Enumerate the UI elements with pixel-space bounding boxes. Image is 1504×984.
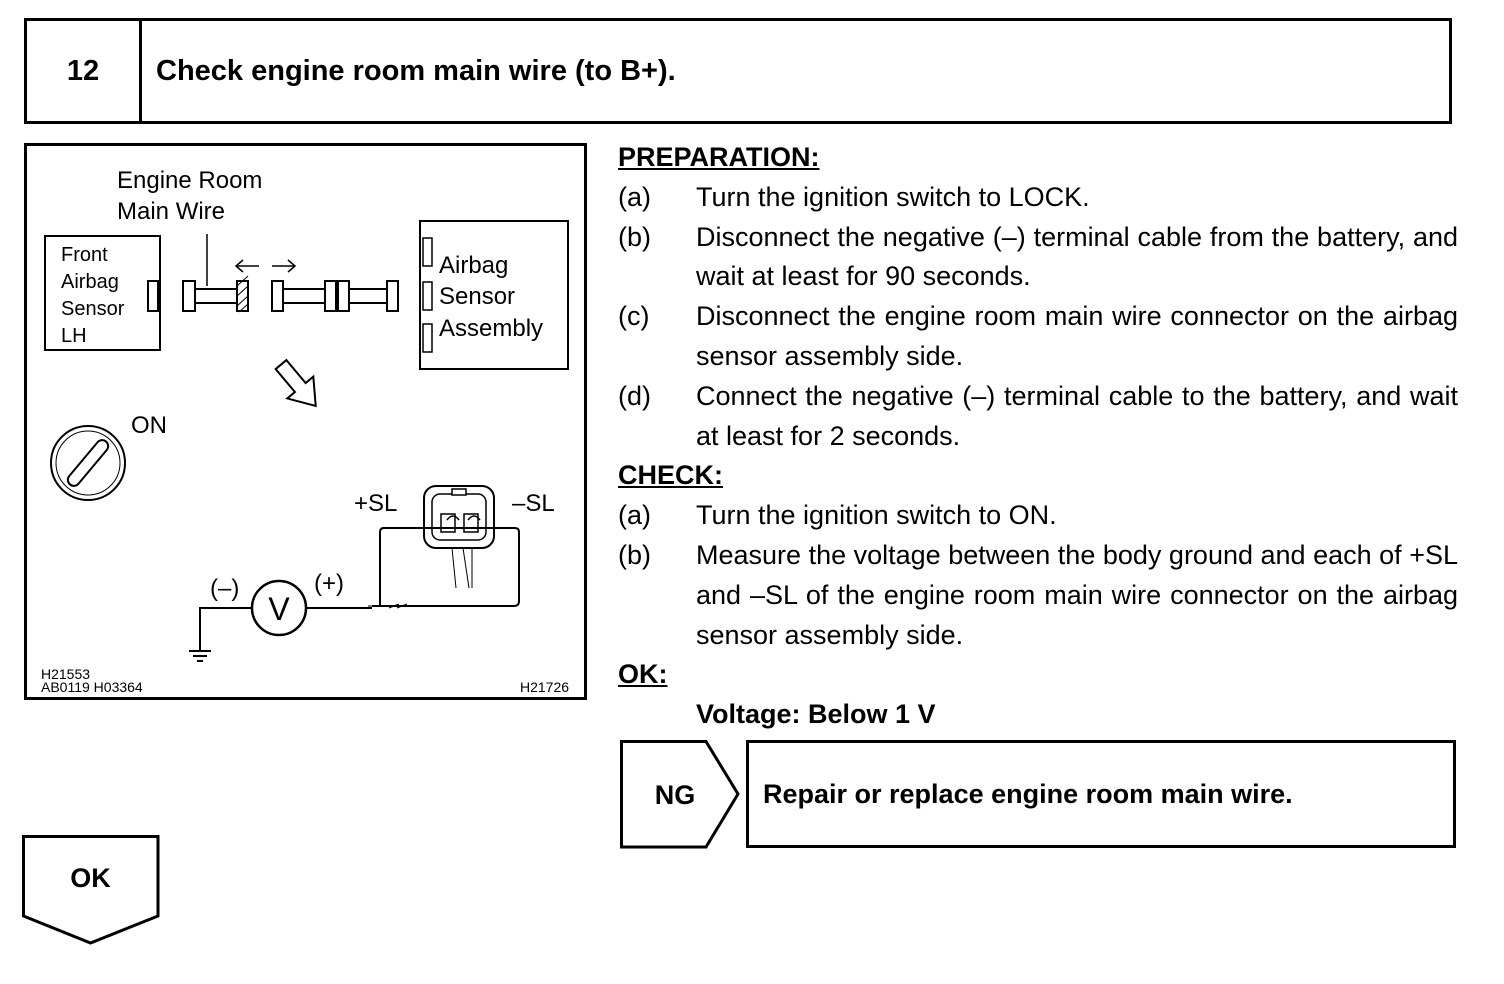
hollow-arrow-icon	[274, 358, 317, 408]
ng-tag: NG	[620, 740, 740, 849]
item-label: (a)	[618, 500, 651, 531]
ng-action-text: Repair or replace engine room main wire.	[763, 778, 1293, 809]
positive-probe-label: (+)	[314, 570, 344, 597]
assembly-terminal	[422, 237, 433, 267]
ignition-switch-icon	[50, 425, 126, 501]
instructions: PREPARATION: (a) Turn the ignition switc…	[618, 138, 1458, 735]
list-item: (d) Connect the negative (–) terminal ca…	[618, 377, 1458, 457]
negative-probe-label: (–)	[210, 575, 239, 602]
figure-code-right: H21726	[520, 679, 569, 695]
assembly-terminal	[422, 281, 433, 311]
ok-tag: OK	[22, 835, 160, 945]
figure-code-left-1: H21553	[41, 666, 90, 682]
item-text: Turn the ignition switch to LOCK.	[696, 181, 1090, 212]
item-text: Measure the voltage between the body gro…	[696, 539, 1458, 650]
separation-arrows-icon	[234, 259, 297, 273]
ng-label: NG	[655, 780, 696, 810]
ok-branch: OK	[22, 835, 162, 952]
step-title: Check engine room main wire (to B+).	[156, 54, 676, 87]
ground-icon	[189, 650, 211, 662]
probe-wire	[372, 527, 520, 607]
wire-connector-left	[182, 275, 249, 313]
step-header: 12 Check engine room main wire (to B+).	[24, 18, 1452, 124]
preparation-heading: PREPARATION:	[618, 142, 820, 172]
voltage-spec: Voltage: Below 1 V	[696, 699, 936, 730]
item-text: Disconnect the engine room main wire con…	[696, 301, 1458, 371]
ok-heading: OK:	[618, 659, 668, 690]
list-item: (a) Turn the ignition switch to ON.	[618, 496, 1458, 536]
ok-label: OK	[70, 863, 111, 893]
wiring-illustration: Engine Room Main Wire Front Airbag Senso…	[24, 143, 587, 700]
front-sensor-label-1: Front	[61, 244, 108, 266]
step-number: 12	[27, 21, 142, 121]
list-item: (b) Disconnect the negative (–) terminal…	[618, 218, 1458, 298]
front-sensor-label-4: LH	[61, 325, 87, 347]
airbag-assembly-label-1: Airbag	[439, 252, 508, 279]
front-sensor-terminal	[147, 280, 159, 312]
front-sensor-label-2: Airbag	[61, 271, 119, 293]
front-sensor-box	[44, 235, 161, 351]
plus-sl-label: +SL	[354, 490, 397, 517]
engine-room-label-1: Engine Room	[117, 167, 262, 194]
item-text: Connect the negative (–) terminal cable …	[696, 380, 1458, 451]
negative-lead	[199, 607, 252, 651]
connector-face-icon	[423, 485, 495, 589]
item-label: (c)	[618, 301, 650, 332]
item-label: (b)	[618, 221, 651, 252]
wiring-diagram: Engine Room Main Wire Front Airbag Senso…	[41, 167, 569, 695]
list-item: (a) Turn the ignition switch to LOCK.	[618, 178, 1458, 218]
airbag-assembly-box	[419, 220, 569, 370]
figure-code-left-2: AB0119 H03364	[41, 679, 143, 695]
ng-action-box: Repair or replace engine room main wire.	[746, 740, 1456, 848]
voltmeter-symbol: V	[268, 591, 290, 627]
wire-connector-right	[271, 280, 399, 312]
assembly-terminal	[422, 323, 433, 353]
airbag-assembly-label-3: Assembly	[439, 315, 543, 342]
engine-room-label-2: Main Wire	[117, 198, 225, 225]
check-heading: CHECK:	[618, 460, 723, 491]
airbag-assembly-label-2: Sensor	[439, 283, 515, 310]
list-item: (c) Disconnect the engine room main wire…	[618, 297, 1458, 377]
list-item: (b) Measure the voltage between the body…	[618, 536, 1458, 655]
minus-sl-label: –SL	[512, 490, 555, 517]
item-label: (a)	[618, 181, 651, 212]
item-label: (d)	[618, 380, 651, 411]
front-sensor-label-3: Sensor	[61, 298, 125, 320]
item-text: Disconnect the negative (–) terminal cab…	[696, 221, 1458, 292]
ng-branch: NG	[620, 740, 742, 855]
probe-tip	[368, 603, 408, 609]
item-label: (b)	[618, 539, 651, 570]
ignition-on-label: ON	[131, 412, 167, 439]
item-text: Turn the ignition switch to ON.	[696, 500, 1057, 531]
